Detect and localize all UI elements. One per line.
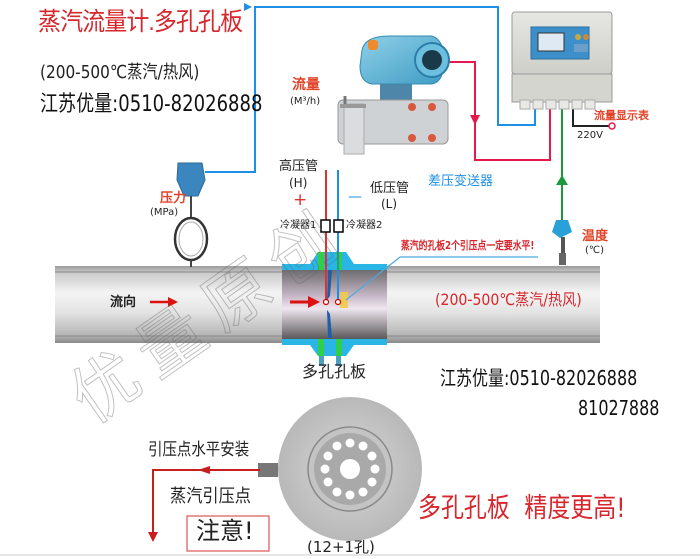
low-pressure-code: (L) xyxy=(381,197,398,211)
pressure-sensor-graphic xyxy=(173,162,209,267)
steam-tap-label: 蒸汽引压点 xyxy=(170,486,251,507)
temperature-sensor-graphic xyxy=(552,220,572,265)
flow-direction-label: 流向 xyxy=(110,295,137,310)
contact-phone-header: 江苏优量:0510-82026888 xyxy=(40,92,263,117)
power-supply-label: 220V xyxy=(577,130,603,141)
orifice-section xyxy=(282,252,387,366)
temperature-unit: (℃) xyxy=(585,245,605,256)
flow-unit: (M³/h) xyxy=(290,96,321,107)
temperature-range-subtitle: (200-500℃蒸汽/热风) xyxy=(40,62,200,83)
contact-phone-alt: 81027888 xyxy=(578,396,660,420)
install-note: 引压点水平安装 xyxy=(148,440,250,460)
low-pressure-pipe-label: 低压管 xyxy=(370,181,410,196)
flow-display-meter xyxy=(511,11,613,110)
high-pressure-pipe-label: 高压管 xyxy=(279,159,319,174)
dp-transmitter-label: 差压变送器 xyxy=(428,174,494,189)
high-pressure-sign: + xyxy=(293,190,308,210)
pressure-unit: (MPa) xyxy=(150,207,179,218)
pipe-medium-label: (200-500℃蒸汽/热风) xyxy=(435,290,582,309)
flow-label: 流量 xyxy=(292,77,320,93)
pressure-label: 压力 xyxy=(160,191,187,206)
page-title: 蒸汽流量计.多孔孔板 xyxy=(38,8,243,36)
attention-label: 注意! xyxy=(196,517,254,545)
contact-phone-main: 江苏优量:0510-82026888 xyxy=(440,366,638,390)
high-pressure-code: (H) xyxy=(289,176,308,190)
low-pressure-sign: — xyxy=(348,189,362,205)
temperature-label: 温度 xyxy=(582,229,609,244)
orifice-label: 多孔孔板 xyxy=(302,362,367,381)
orifice-tap-note: 蒸汽的孔板2个引压点一定要水平! xyxy=(401,239,535,252)
orifice-plate-disc xyxy=(258,397,422,541)
condenser-1-label: 冷凝器1 xyxy=(280,220,317,231)
dp-transmitter-graphic xyxy=(337,35,450,155)
hole-count-label: (12+1孔) xyxy=(307,538,375,556)
slogan: 多孔孔板 精度更高! xyxy=(418,493,626,524)
flow-display-label: 流量显示表 xyxy=(594,109,649,122)
condenser-2-label: 冷凝器2 xyxy=(346,220,383,231)
